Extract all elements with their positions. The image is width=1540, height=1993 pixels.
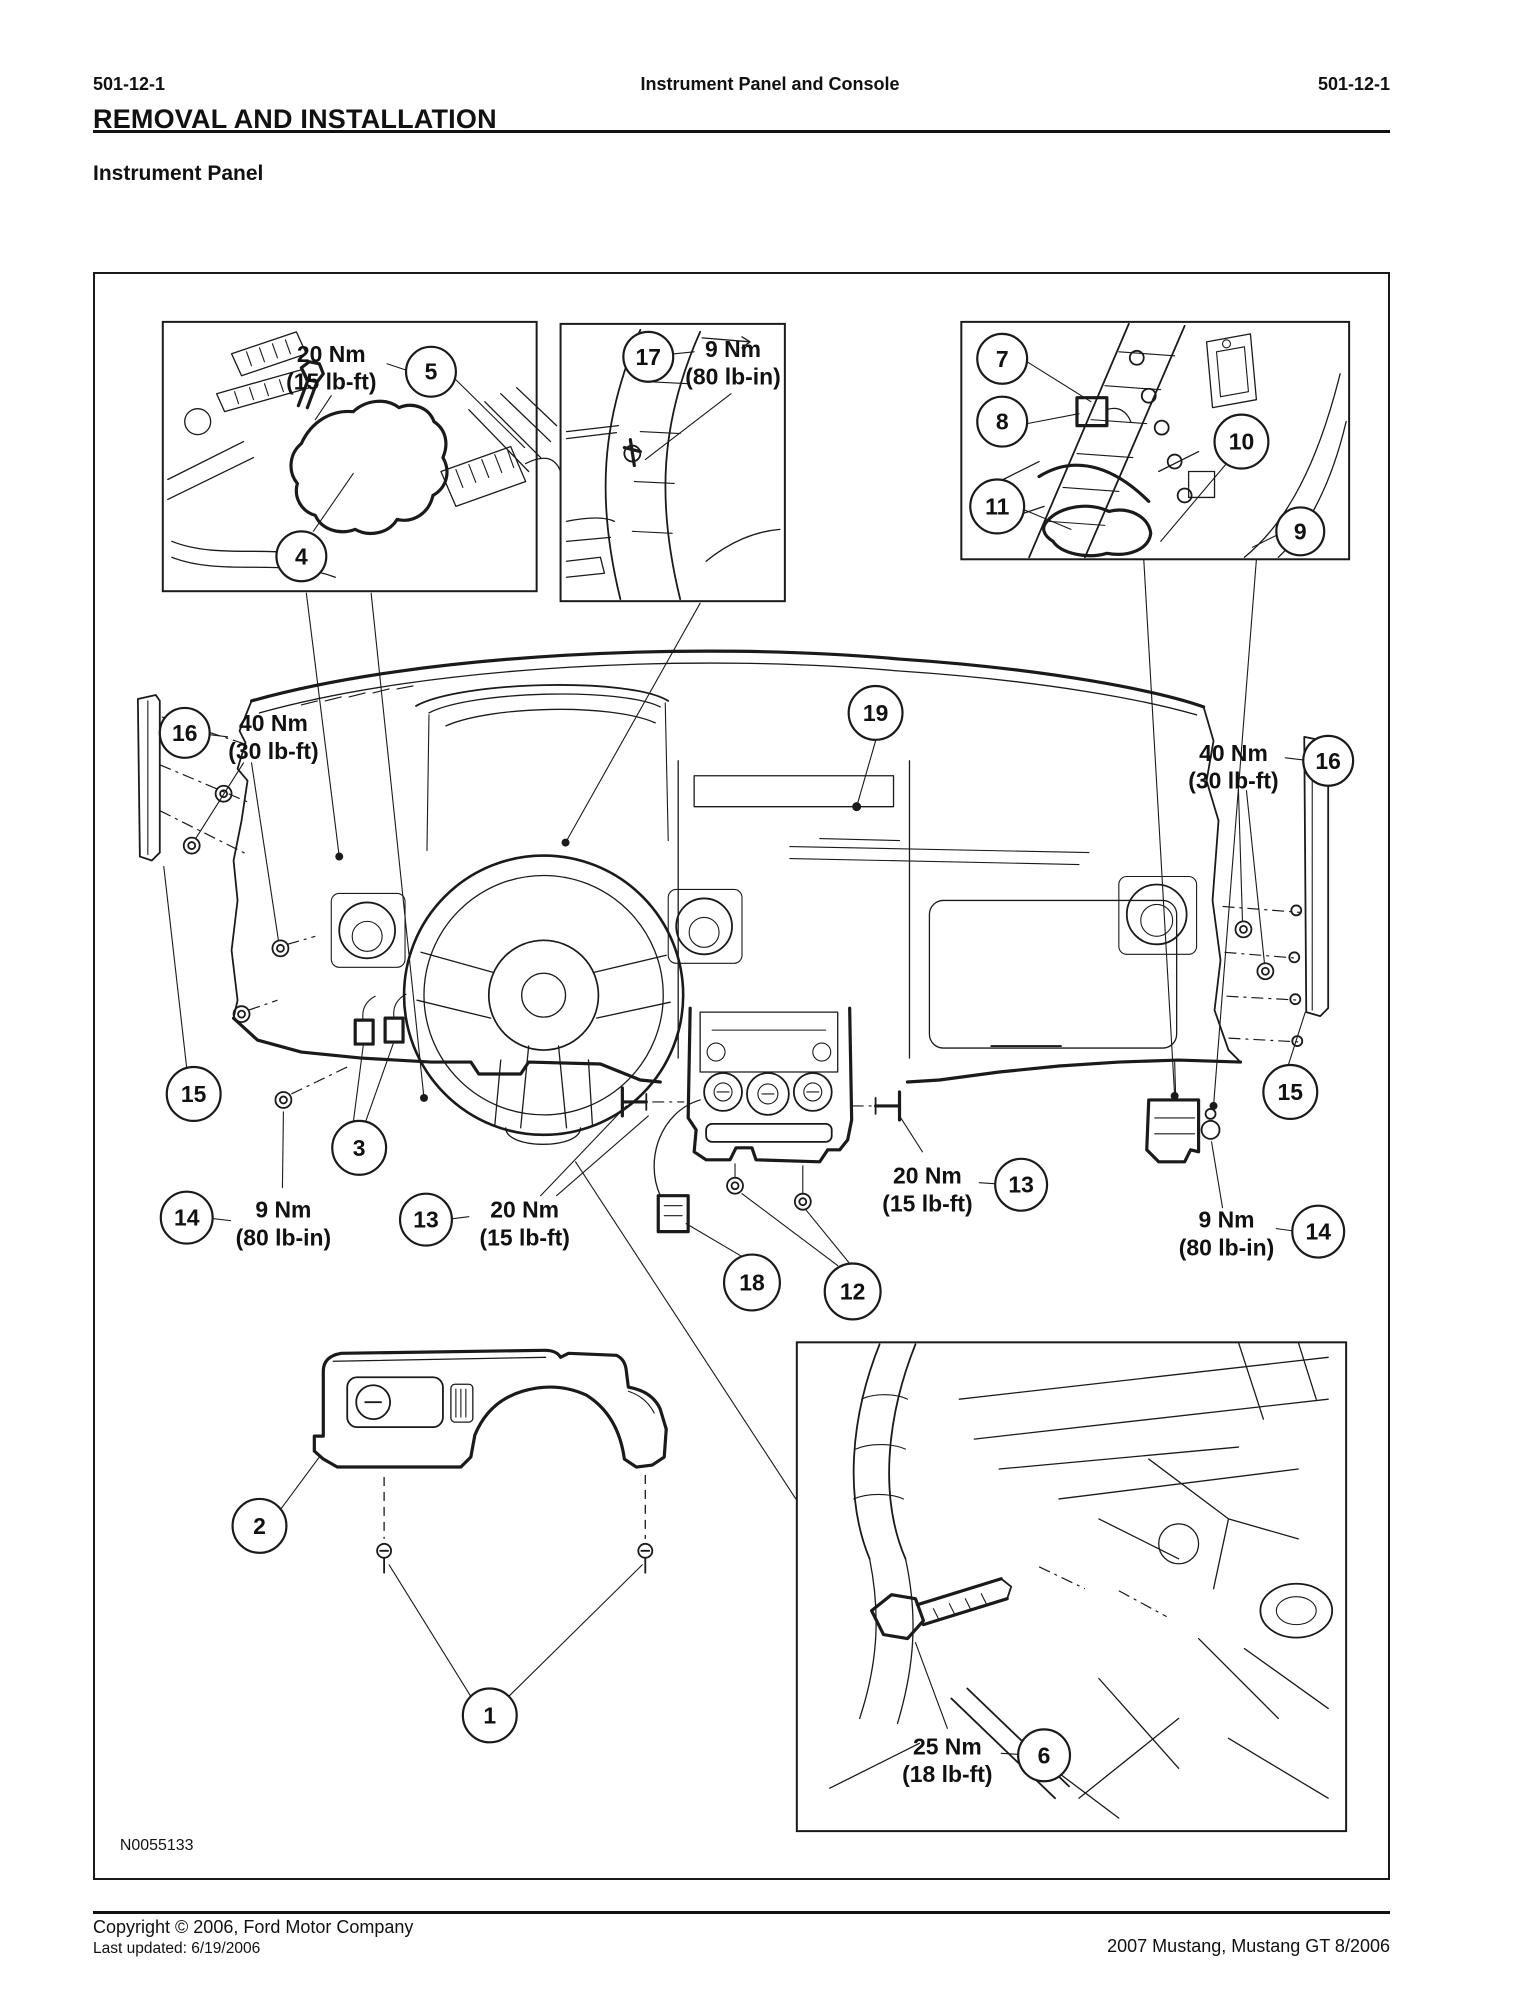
torque-label-side-left-line1: 40 Nm <box>239 710 308 736</box>
callout-16-right: 16 <box>1302 734 1355 787</box>
callout-13-right: 13 <box>994 1157 1049 1212</box>
callout-4: 4 <box>275 530 328 583</box>
header-rule <box>93 130 1390 133</box>
torque-label-lower-center-left-line1: 20 Nm <box>490 1197 559 1223</box>
callout-15-left: 15 <box>165 1065 222 1122</box>
screw-1a <box>376 1542 392 1574</box>
svg-text:12: 12 <box>840 1278 865 1304</box>
footer-last-updated: Last updated: 6/19/2006 <box>93 1940 261 1957</box>
header-section-code-right: 501-12-1 <box>1317 74 1390 94</box>
svg-text:8: 8 <box>996 409 1009 435</box>
torque-label-ignition-line1: 20 Nm <box>297 341 366 367</box>
svg-text:7: 7 <box>996 346 1009 372</box>
svg-text:15: 15 <box>1278 1079 1304 1105</box>
callout-17: 17 <box>622 330 675 383</box>
torque-label-column-line2: (18 lb-ft) <box>902 1761 992 1787</box>
screw-left-lower-a <box>271 939 290 958</box>
inset-cowl-top: 17 9 Nm (80 lb-in) <box>559 322 786 603</box>
svg-text:5: 5 <box>425 359 438 385</box>
main-dashboard: 40 Nm (30 lb-ft) 40 Nm (30 lb-ft) 9 Nm (… <box>136 558 1355 1500</box>
torque-label-cowl-line2: (80 lb-in) <box>685 364 780 390</box>
svg-text:14: 14 <box>174 1205 200 1231</box>
inset-column-bolt: 25 Nm (18 lb-ft) 6 <box>795 1341 1348 1833</box>
svg-text:17: 17 <box>636 344 661 370</box>
screw-16-right-b <box>1256 962 1275 981</box>
torque-label-lower-left-line2: (80 lb-in) <box>236 1225 331 1251</box>
callout-15-right: 15 <box>1262 1063 1319 1120</box>
exploded-view-figure: 20 Nm (15 lb-ft) 5 4 <box>93 272 1390 1880</box>
svg-text:18: 18 <box>739 1269 765 1295</box>
svg-text:16: 16 <box>1315 748 1340 774</box>
svg-text:6: 6 <box>1038 1742 1051 1768</box>
footer-copyright: Copyright © 2006, Ford Motor Company <box>93 1917 414 1937</box>
svg-text:10: 10 <box>1229 429 1254 455</box>
screw-14-left <box>274 1091 293 1109</box>
header-section-code-left: 501-12-1 <box>93 74 166 94</box>
torque-label-cowl-line1: 9 Nm <box>705 336 761 362</box>
torque-label-side-left-line2: (30 lb-ft) <box>228 738 318 764</box>
page-title: REMOVAL AND INSTALLATION <box>93 104 497 134</box>
lower-dash-panel: 2 1 <box>231 1348 668 1744</box>
screw-1b <box>637 1542 654 1574</box>
footer-model-info: 2007 Mustang, Mustang GT 8/2006 <box>1107 1936 1390 1956</box>
torque-label-lower-right-line1: 9 Nm <box>1198 1207 1254 1233</box>
inset-right-cowl-side: 7 8 10 11 9 <box>960 320 1351 561</box>
screw-16-left-a <box>214 784 233 803</box>
torque-label-side-right-line1: 40 Nm <box>1199 740 1268 766</box>
torque-label-lower-center-left-line2: (15 lb-ft) <box>479 1225 569 1251</box>
torque-label-column-line1: 25 Nm <box>913 1733 982 1759</box>
svg-text:2: 2 <box>253 1513 266 1539</box>
svg-text:16: 16 <box>172 720 197 746</box>
svg-text:14: 14 <box>1305 1219 1331 1245</box>
callout-13-left: 13 <box>398 1192 453 1247</box>
torque-label-lower-left-line1: 9 Nm <box>255 1197 311 1223</box>
callout-18: 18 <box>722 1253 781 1312</box>
svg-text:4: 4 <box>295 543 308 569</box>
footer-rule <box>93 1911 1390 1914</box>
figure-reference-code: N0055133 <box>120 1837 194 1854</box>
svg-text:3: 3 <box>353 1135 366 1161</box>
callout-19: 19 <box>847 684 904 741</box>
torque-label-ignition-line2: (15 lb-ft) <box>286 369 376 395</box>
callout-2: 2 <box>231 1497 288 1554</box>
subsection-title: Instrument Panel <box>93 162 264 185</box>
inset-ignition-switch: 20 Nm (15 lb-ft) 5 4 <box>161 320 562 593</box>
torque-label-lower-center-right-line2: (15 lb-ft) <box>882 1191 972 1217</box>
svg-text:11: 11 <box>985 493 1009 519</box>
callout-11: 11 <box>969 478 1026 535</box>
screw-left-lower-b <box>232 1005 251 1024</box>
callout-10: 10 <box>1213 413 1270 470</box>
screw-12a <box>726 1176 744 1195</box>
callout-9: 9 <box>1275 506 1326 557</box>
callout-8: 8 <box>976 395 1029 448</box>
svg-text:13: 13 <box>413 1207 438 1233</box>
torque-label-side-right-line2: (30 lb-ft) <box>1188 768 1278 794</box>
svg-text:1: 1 <box>483 1702 496 1728</box>
screw-12b <box>793 1192 812 1211</box>
callout-3: 3 <box>331 1119 388 1176</box>
svg-text:13: 13 <box>1008 1172 1033 1198</box>
callout-7: 7 <box>976 332 1029 385</box>
callout-14-left: 14 <box>159 1190 214 1245</box>
screw-16-right-a <box>1234 920 1253 939</box>
svg-text:19: 19 <box>863 700 888 726</box>
screw-16-left-b <box>182 836 201 855</box>
callout-6: 6 <box>1017 1728 1072 1783</box>
callout-12: 12 <box>823 1262 882 1321</box>
instrument-panel-diagram: 20 Nm (15 lb-ft) 5 4 <box>120 320 1355 1854</box>
callout-16-left: 16 <box>158 706 211 759</box>
torque-label-lower-center-right-line1: 20 Nm <box>893 1163 962 1189</box>
callout-1: 1 <box>461 1687 518 1744</box>
callout-14-right: 14 <box>1291 1204 1346 1259</box>
svg-text:9: 9 <box>1294 518 1307 544</box>
svg-text:15: 15 <box>181 1081 207 1107</box>
callout-5: 5 <box>404 345 457 398</box>
torque-label-lower-right-line2: (80 lb-in) <box>1179 1235 1274 1261</box>
header-chapter-title: Instrument Panel and Console <box>640 74 900 94</box>
